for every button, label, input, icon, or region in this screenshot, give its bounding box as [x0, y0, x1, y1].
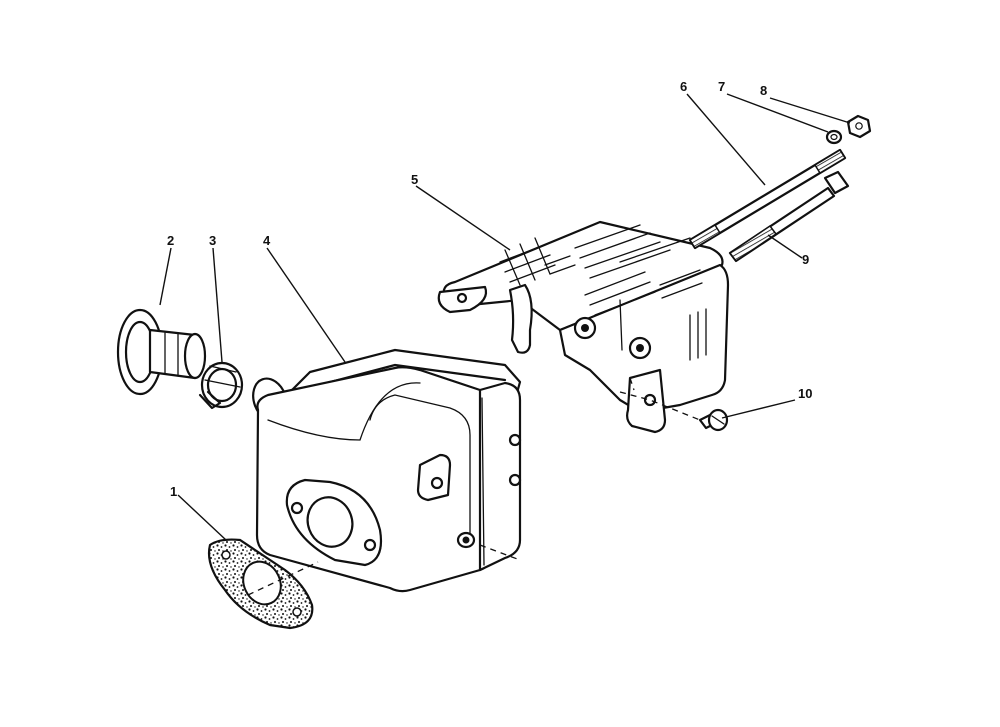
- screw: [698, 408, 729, 432]
- long-stud: [688, 148, 847, 250]
- callout-8: 8: [760, 83, 767, 98]
- callout-3: 3: [209, 233, 216, 248]
- long-bolt: [728, 170, 850, 263]
- muffler-body: [252, 348, 522, 593]
- callout-labels: 1 2 3 4 5 6 7 8 9 10: [167, 79, 812, 499]
- callout-10: 10: [798, 386, 812, 401]
- gasket: [207, 538, 314, 630]
- leader-lines: [159, 93, 851, 541]
- callout-1: 1: [170, 484, 177, 499]
- nut: [846, 114, 872, 139]
- clamp: [198, 361, 244, 410]
- deflector-cup: [116, 308, 207, 396]
- callout-2: 2: [167, 233, 174, 248]
- callout-6: 6: [680, 79, 687, 94]
- callout-4: 4: [263, 233, 271, 248]
- callout-5: 5: [411, 172, 418, 187]
- alignment-lines: [247, 377, 701, 596]
- callout-7: 7: [718, 79, 725, 94]
- callout-9: 9: [802, 252, 809, 267]
- washer: [825, 129, 843, 145]
